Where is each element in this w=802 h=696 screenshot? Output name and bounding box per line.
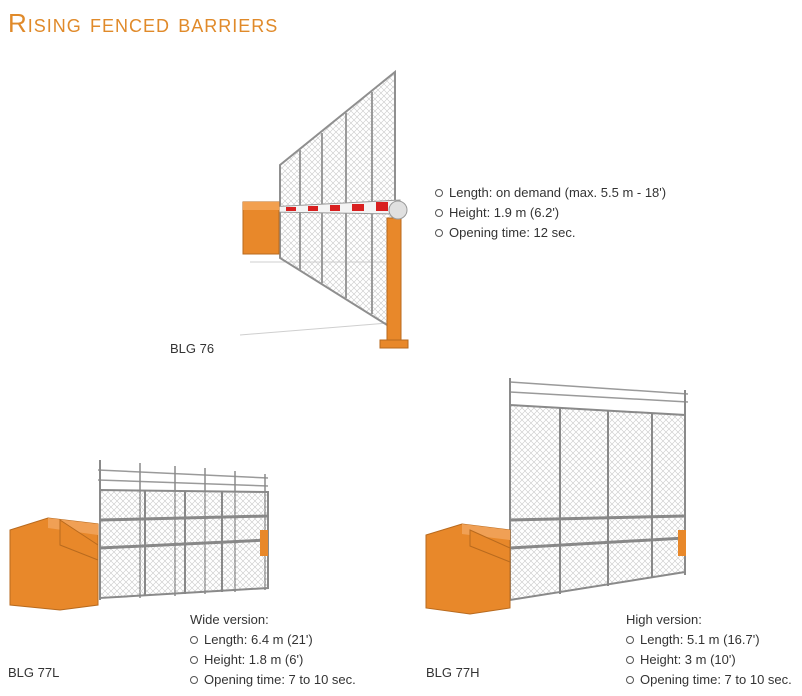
blg77l-spec-length: Length: 6.4 m (21') (190, 630, 356, 650)
blg76-specs: Length: on demand (max. 5.5 m - 18') Hei… (435, 183, 666, 243)
blg77h-model-label: BLG 77H (426, 665, 480, 680)
blg76-model-label: BLG 76 (170, 341, 215, 356)
blg76-spec-length: Length: on demand (max. 5.5 m - 18') (435, 183, 666, 203)
bullet-icon (626, 656, 634, 664)
bullet-icon (435, 229, 443, 237)
page-title: Rising fenced barriers (8, 8, 279, 38)
blg77l-spec-opening: Opening time: 7 to 10 sec. (190, 670, 356, 690)
bullet-icon (190, 636, 198, 644)
blg77l-specs: Wide version: Length: 6.4 m (21') Height… (190, 610, 356, 690)
bullet-icon (626, 676, 634, 684)
blg77h-spec-height: Height: 3 m (10') (626, 650, 792, 670)
blg76-spec-height: Height: 1.9 m (6.2') (435, 203, 666, 223)
blg77h-specs: High version: Length: 5.1 m (16.7') Heig… (626, 610, 792, 690)
bullet-icon (626, 636, 634, 644)
blg77h-spec-length: Length: 5.1 m (16.7') (626, 630, 792, 650)
blg77l-model-label: BLG 77L (8, 665, 60, 680)
blg76-spec-opening: Opening time: 12 sec. (435, 223, 666, 243)
blg77l-heading: Wide version: (190, 612, 269, 627)
bullet-icon (190, 656, 198, 664)
bullet-icon (190, 676, 198, 684)
blg77h-spec-opening: Opening time: 7 to 10 sec. (626, 670, 792, 690)
blg77l-spec-height: Height: 1.8 m (6') (190, 650, 356, 670)
blg77h-heading: High version: (626, 612, 702, 627)
bullet-icon (435, 209, 443, 217)
bullet-icon (435, 189, 443, 197)
